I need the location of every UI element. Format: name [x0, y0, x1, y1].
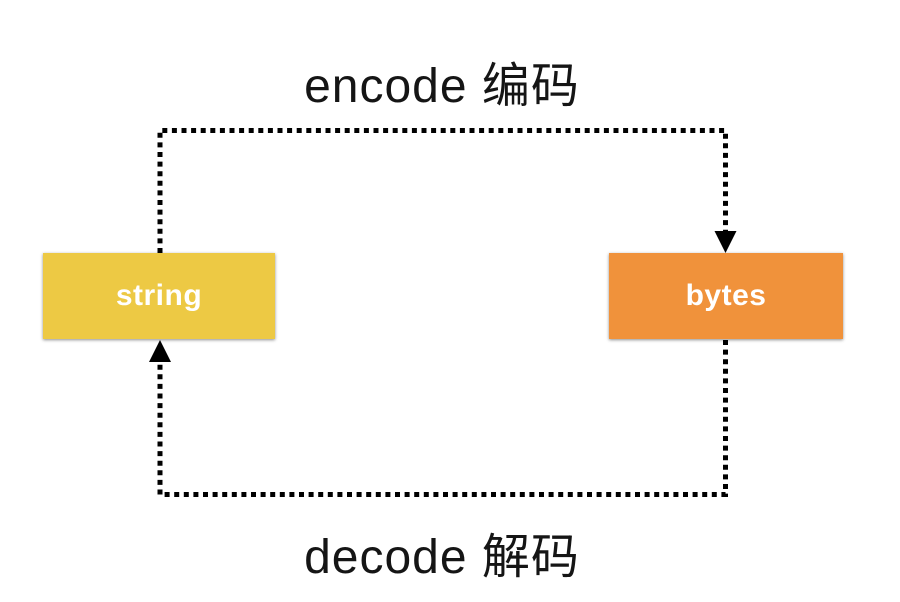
- encode-path: [157, 128, 728, 253]
- encode-arrowhead-down-icon: [714, 231, 737, 253]
- decode-arrowhead-up-icon: [149, 340, 171, 362]
- node-string-label: string: [115, 279, 203, 312]
- encode-edge-label: encode 编码: [304, 60, 580, 113]
- node-bytes-label: bytes: [685, 279, 767, 312]
- decode-edge-label: decode 解码: [304, 531, 580, 584]
- node-string: string: [43, 253, 275, 339]
- decode-path: [157, 340, 728, 497]
- node-bytes: bytes: [609, 253, 843, 339]
